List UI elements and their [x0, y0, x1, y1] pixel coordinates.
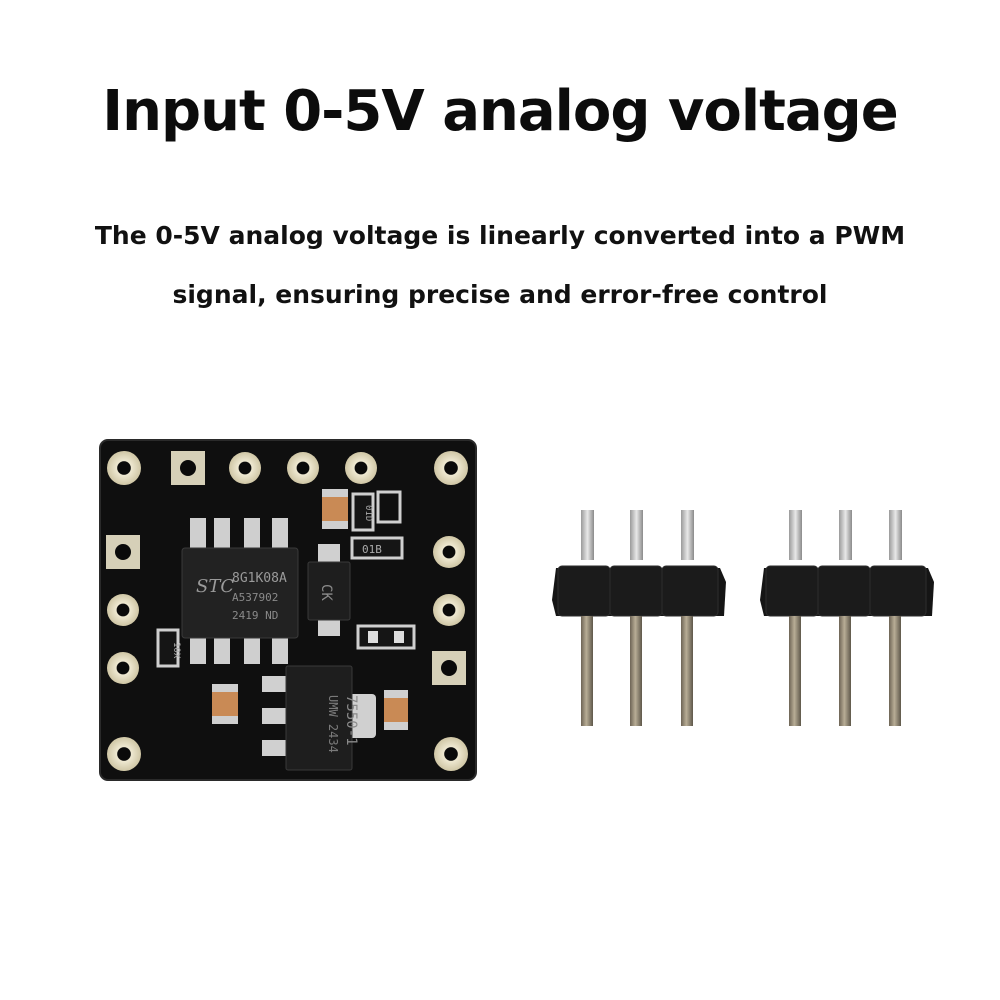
regulator-marking-1: 7550-1	[343, 695, 359, 746]
resistor-label-1: 01D	[363, 505, 373, 521]
mcu-marking-2: A537902	[232, 591, 278, 604]
diode-component: CK	[307, 544, 351, 636]
subtitle-line-1: The 0-5V analog voltage is linearly conv…	[94, 221, 906, 250]
pin-header-1	[552, 510, 726, 726]
mcu-chip: STC 8G1K08A A537902 2419 ND	[181, 518, 299, 664]
subtitle-line-2: signal, ensuring precise and error-free …	[172, 280, 828, 309]
mcu-marking-1: 8G1K08A	[232, 571, 287, 586]
smd-components: 01D 01B 10X	[156, 489, 416, 730]
diode-marking: CK	[318, 584, 334, 601]
page-title: Input 0-5V analog voltage	[102, 79, 898, 144]
mcu-logo: STC	[196, 576, 234, 597]
mcu-marking-3: 2419 ND	[232, 609, 278, 622]
pin-header-2	[760, 510, 934, 726]
regulator-marking-2: UMW 2434	[326, 695, 340, 753]
pcb-pads	[106, 451, 468, 771]
resistor-label-3: 10X	[171, 642, 181, 659]
voltage-regulator: 7550-1 UMW 2434	[262, 665, 376, 771]
resistor-label-2: 01B	[362, 543, 382, 556]
